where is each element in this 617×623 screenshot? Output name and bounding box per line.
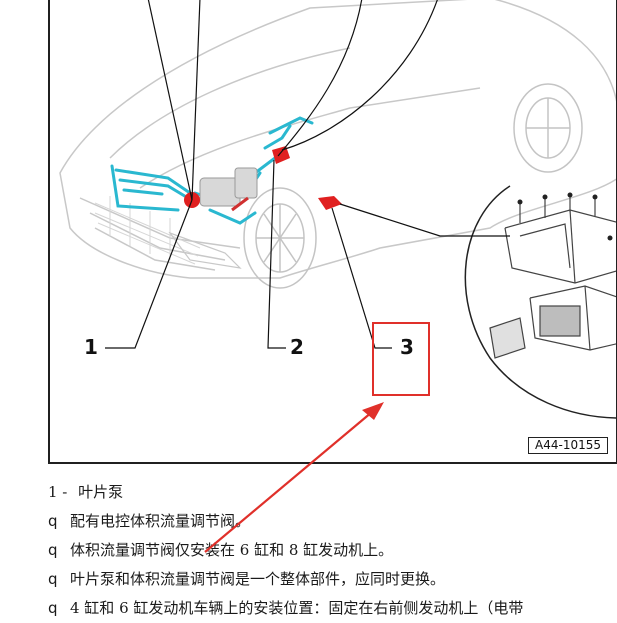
legend-item-heading: 1 - 叶片泵 — [48, 478, 617, 507]
illustration-frame: 1 2 3 A44-10155 — [48, 0, 617, 464]
bullet-marker: q — [48, 512, 58, 530]
bullet-marker: q — [48, 599, 58, 617]
bullet-text: 叶片泵和体积流量调节阀是一个整体部件，应同时更换。 — [70, 570, 446, 588]
callout-1-label: 1 — [84, 335, 98, 359]
figure-id-badge: A44-10155 — [528, 437, 608, 454]
legend-bullet: q 配有电控体积流量调节阀。 — [48, 507, 617, 536]
bullet-text: 体积流量调节阀仅安装在 6 缸和 8 缸发动机上。 — [70, 541, 394, 559]
legend-text: 1 - 叶片泵 q 配有电控体积流量调节阀。 q 体积流量调节阀仅安装在 6 缸和 … — [48, 478, 617, 623]
car-illustration — [59, 0, 616, 419]
valve-marker — [272, 146, 290, 164]
bullet-text: 4 缸和 6 缸发动机车辆上的安装位置：固定在右前侧发动机上（电带 — [70, 599, 524, 617]
legend-item-number: 1 - — [48, 483, 68, 501]
bullet-marker: q — [48, 570, 58, 588]
callout-3-label: 3 — [400, 335, 414, 359]
control-unit-marker — [318, 196, 342, 210]
legend-item-title: 叶片泵 — [78, 483, 124, 501]
legend-bullet: q 叶片泵和体积流量调节阀是一个整体部件，应同时更换。 — [48, 565, 617, 594]
highlight-box — [372, 322, 430, 396]
bullet-marker: q — [48, 541, 58, 559]
callout-2-label: 2 — [290, 335, 304, 359]
bullet-text: 配有电控体积流量调节阀。 — [70, 512, 251, 530]
legend-bullet: q 体积流量调节阀仅安装在 6 缸和 8 缸发动机上。 — [48, 536, 617, 565]
legend-bullet: q 4 缸和 6 缸发动机车辆上的安装位置：固定在右前侧发动机上（电带 — [48, 594, 617, 623]
